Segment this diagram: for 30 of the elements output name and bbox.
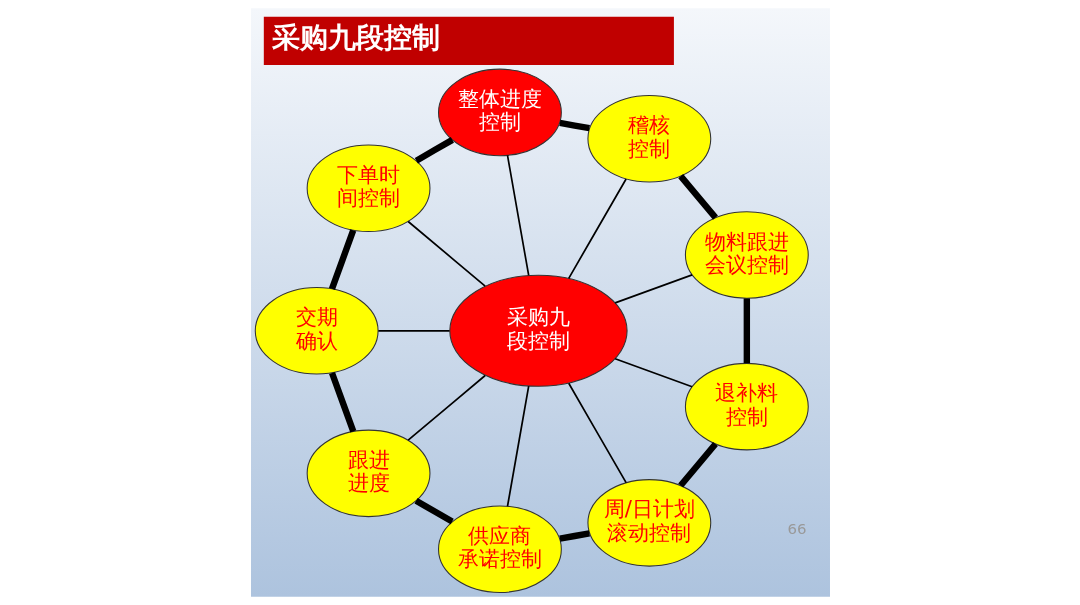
node-ellipse: 退补料控制 <box>684 362 809 451</box>
node-ellipse: 周/日计划滚动控制 <box>586 479 711 567</box>
node-ellipse: 采购九段控制 <box>448 274 628 387</box>
connector <box>506 154 530 277</box>
connector <box>743 298 750 364</box>
node-ellipse: 整体进度控制 <box>437 68 562 157</box>
connector <box>613 357 693 388</box>
connector <box>414 137 454 164</box>
connector <box>558 530 590 542</box>
node-ellipse: 物料跟进会议控制 <box>684 211 809 299</box>
label: 66 <box>786 520 806 539</box>
node-ellipse: 稽核控制 <box>586 94 711 183</box>
connector <box>506 385 530 508</box>
connector <box>406 220 486 287</box>
connector <box>406 374 486 441</box>
connector <box>414 498 454 525</box>
connector <box>558 119 590 132</box>
connector <box>613 274 693 304</box>
connector <box>567 178 627 280</box>
node-ellipse: 下单时间控制 <box>306 144 430 233</box>
diagram-title: 采购九段控制 <box>271 21 440 55</box>
connector <box>567 382 627 484</box>
connector <box>328 371 356 433</box>
node-ellipse: 交期确认 <box>254 287 379 375</box>
node-ellipse: 跟进进度 <box>306 429 430 518</box>
node-ellipse: 供应商承诺控制 <box>437 505 562 593</box>
connector <box>677 442 718 488</box>
connector <box>677 174 718 220</box>
connector <box>377 329 450 332</box>
connector <box>328 229 356 290</box>
